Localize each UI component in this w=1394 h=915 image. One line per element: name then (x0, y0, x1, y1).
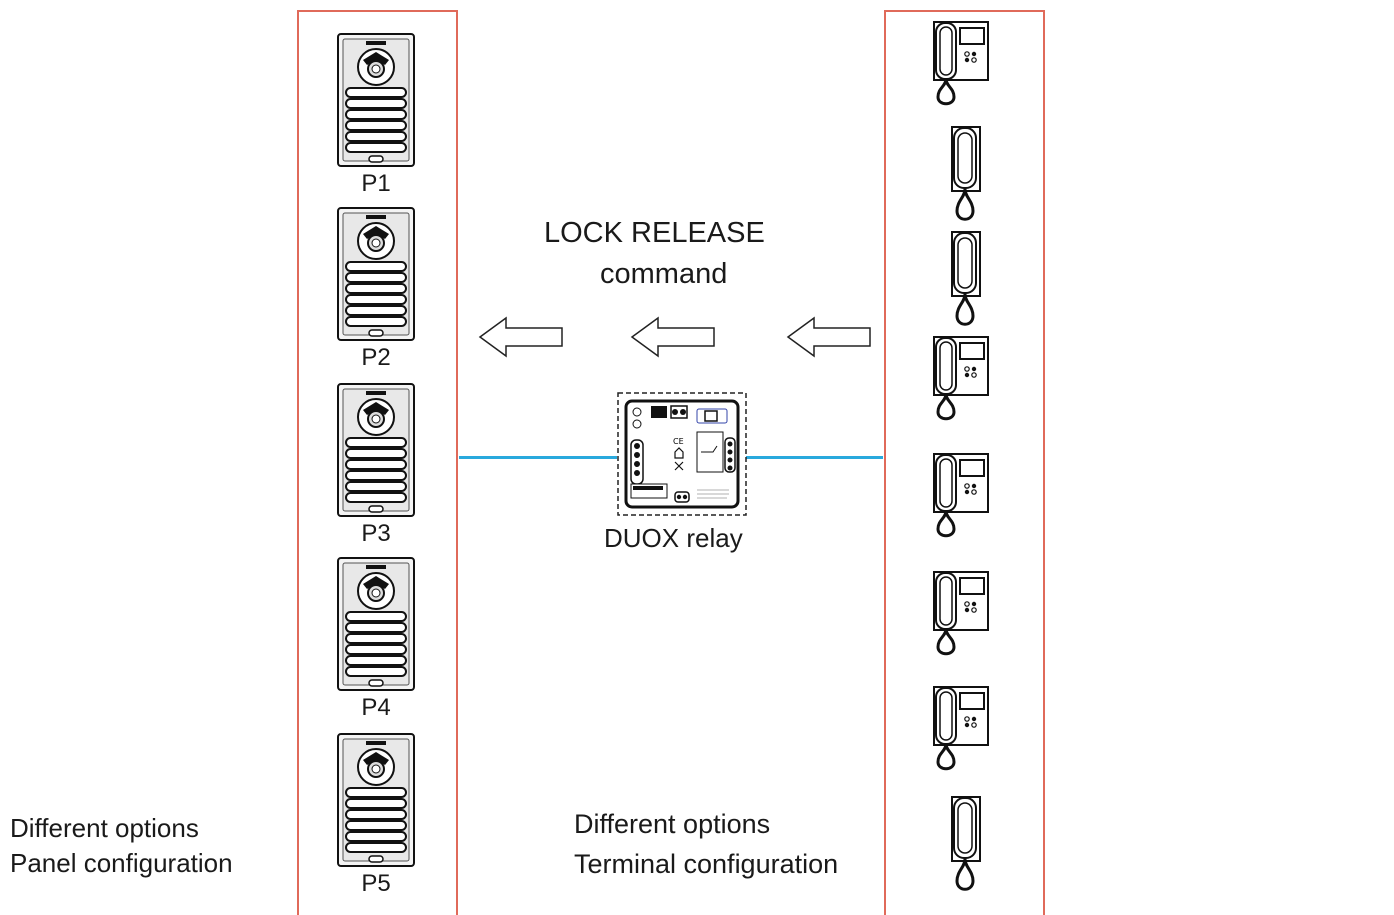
panel-caption-line1: Different options (10, 813, 199, 843)
bus-line-left (459, 456, 617, 459)
telephone-3 (946, 230, 986, 335)
telephone-icon (951, 796, 981, 891)
video-monitor-icon (933, 453, 989, 538)
relay-label: DUOX relay (604, 523, 743, 553)
arrow-left-icon (478, 316, 563, 358)
panel-label: P2 (361, 344, 391, 371)
telephone-icon (951, 126, 981, 221)
door-panel-2 (337, 207, 415, 341)
panel-label: P3 (361, 520, 391, 547)
door-panel-icon (337, 383, 415, 517)
telephone-icon (951, 231, 981, 326)
telephone-2 (946, 125, 986, 230)
door-panel-4 (337, 557, 415, 691)
door-panel-1 (337, 33, 415, 167)
arrow-left-icon (786, 316, 871, 358)
video-monitor-6 (930, 570, 990, 665)
door-panel-3 (337, 383, 415, 517)
door-panel-icon (337, 557, 415, 691)
video-monitor-icon (933, 336, 989, 421)
duox-relay-icon: CE (617, 392, 747, 516)
door-panel-icon (337, 733, 415, 867)
panel-label: P4 (361, 694, 391, 721)
video-monitor-icon (933, 21, 989, 106)
svg-text:CE: CE (673, 437, 684, 446)
door-panel-5 (337, 733, 415, 867)
video-monitor-7 (930, 685, 990, 780)
video-monitor-4 (930, 335, 990, 430)
command-subtitle: command (600, 258, 728, 290)
bus-line-right (746, 456, 883, 459)
video-monitor-1 (930, 20, 990, 115)
panel-column (297, 10, 458, 915)
door-panel-icon (337, 207, 415, 341)
panel-label: P5 (361, 870, 391, 897)
terminal-column (884, 10, 1045, 915)
telephone-8 (946, 795, 986, 900)
video-monitor-icon (933, 686, 989, 771)
panel-label: P1 (361, 170, 391, 197)
command-title: LOCK RELEASE (544, 217, 765, 249)
arrow-left-icon (630, 316, 715, 358)
video-monitor-5 (930, 452, 990, 547)
video-monitor-icon (933, 571, 989, 656)
terminal-caption-line1: Different options (574, 809, 771, 839)
door-panel-icon (337, 33, 415, 167)
panel-caption-line2: Panel configuration (10, 848, 233, 878)
terminal-caption-line2: Terminal configuration (574, 849, 839, 879)
